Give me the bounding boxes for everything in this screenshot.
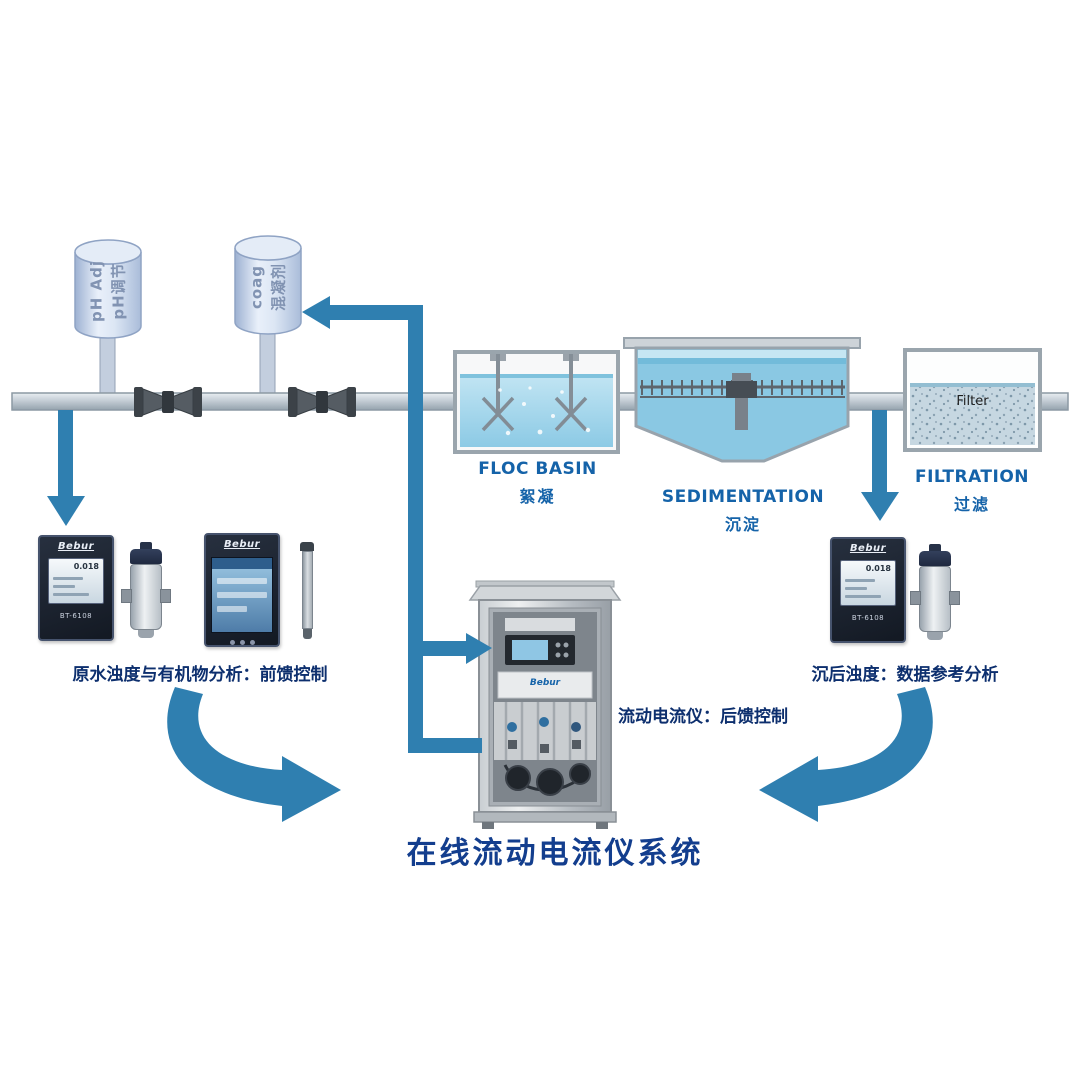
coag-tank-label: coag 混凝剂 — [246, 263, 290, 311]
sensor-body — [910, 566, 960, 632]
sensor-port — [121, 589, 132, 603]
cabinet — [468, 580, 622, 829]
analyzer-brand: Bebur — [57, 541, 95, 552]
analyzer-reading: 0.018 — [865, 564, 891, 573]
page-title: 在线流动电流仪系统 — [406, 836, 704, 871]
analyzer-buttons — [206, 640, 278, 645]
floc-basin-label-zh: 絮凝 — [519, 487, 556, 506]
sensor-turbidity-settled — [910, 544, 960, 640]
feedforward-curved-arrow-icon — [167, 687, 341, 822]
pump-head — [505, 765, 531, 791]
flow-arrows — [47, 296, 899, 753]
sedimentation-label-zh: 沉淀 — [724, 515, 761, 534]
coag-tank-label-en: coag — [247, 264, 266, 310]
analyzer-organics: Bebur — [204, 533, 280, 647]
analyzer-model: BT-6108 — [851, 614, 885, 622]
pump-head — [569, 763, 591, 785]
ph-tank-label-en: pH Adj — [87, 259, 106, 323]
floc-basin — [453, 350, 620, 454]
pump-ph-dosing — [133, 386, 203, 418]
sensor-cap — [130, 549, 162, 564]
analyzer-turbidity-settled: Bebur 0.018 BT-6108 — [830, 537, 906, 643]
filtration-label-zh: 过滤 — [953, 495, 990, 514]
sensor-cap — [919, 551, 951, 566]
sensor-tip — [138, 630, 154, 638]
analyzer-turbidity-raw: Bebur 0.018 BT-6108 — [38, 535, 114, 641]
probe-body — [301, 551, 313, 629]
probe-organics — [300, 542, 314, 639]
sensor-port — [160, 589, 171, 603]
pump-coag-dosing — [287, 386, 357, 418]
mixer-icon — [554, 354, 588, 432]
sedimentation-basin — [623, 337, 861, 463]
coag-tank — [234, 235, 302, 397]
arrow-to-cabinet-icon — [408, 633, 492, 753]
tubing — [504, 702, 588, 760]
arrow-down-right-icon — [861, 410, 899, 521]
bubbles — [498, 386, 591, 436]
sensor-connector — [140, 542, 152, 549]
ph-tank-label: pH Adj pH调节 — [86, 260, 130, 322]
analyzer-screen: 0.018 — [48, 558, 104, 604]
arrow-down-left-icon — [47, 410, 85, 526]
sensor-body — [121, 564, 171, 630]
floc-basin-label-en: FLOC BASIN — [478, 459, 597, 479]
caption-feedback: 流动电流仪：后馈控制 — [618, 707, 788, 727]
analyzer-reading: 0.018 — [73, 562, 99, 571]
arrow-to-coag-tank-icon — [302, 296, 423, 752]
caption-feedforward: 原水浊度与有机物分析：前馈控制 — [72, 665, 328, 685]
analyzer-screen: 0.018 — [840, 560, 896, 606]
filtration-label-en: FILTRATION — [914, 467, 1030, 487]
sedimentation-label-en: SEDIMENTATION — [661, 487, 825, 507]
sensor-turbidity-raw — [121, 542, 171, 638]
filter-media-label: Filter — [956, 394, 989, 409]
feedback-curved-arrow-icon — [759, 687, 933, 822]
cabinet-module-brand: Bebur — [529, 678, 561, 688]
probe-tip — [302, 629, 312, 639]
ph-tank-label-zh: pH调节 — [109, 262, 127, 320]
analyzer-brand: Bebur — [849, 543, 887, 554]
probe-cap — [300, 542, 314, 551]
analyzer-model: BT-6108 — [59, 612, 93, 620]
filtration-unit — [903, 348, 1042, 452]
cabinet-analyzer-module — [497, 671, 593, 699]
coag-tank-label-zh: 混凝剂 — [269, 262, 287, 312]
pump-head — [536, 768, 564, 796]
sensor-port — [910, 591, 921, 605]
sensor-port — [949, 591, 960, 605]
analyzer-touchscreen — [211, 557, 273, 633]
mixer-icon — [481, 354, 515, 432]
caption-reference: 沉后浊度：数据参考分析 — [811, 665, 999, 685]
sensor-connector — [929, 544, 941, 551]
analyzer-brand: Bebur — [223, 539, 261, 550]
ph-tank — [74, 239, 142, 397]
sensor-tip — [927, 632, 943, 640]
